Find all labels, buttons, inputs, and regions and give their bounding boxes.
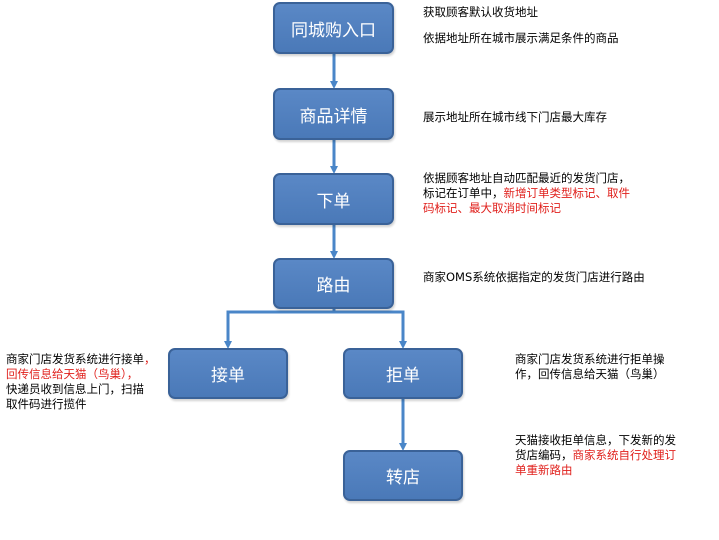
- node-place-order: 下单: [273, 173, 394, 225]
- note-entry-line: 依据地址所在城市展示满足条件的商品: [423, 31, 619, 45]
- note-entry-line: 获取顾客默认收货地址: [423, 5, 538, 19]
- note-detail: 展示地址所在城市线下门店最大库存: [423, 110, 607, 125]
- note-order-line: 依据顾客地址自动匹配最近的发货门店，: [423, 171, 630, 185]
- node-transfer-store: 转店: [343, 450, 463, 501]
- note-reject: 商家门店发货系统进行拒单操 作，回传信息给天猫（鸟巢）: [515, 352, 665, 382]
- note-transfer-text: 货店编码，: [515, 448, 573, 462]
- arrow-route-to-accept: [224, 309, 336, 349]
- note-entry: 获取顾客默认收货地址 依据地址所在城市展示满足条件的商品: [423, 5, 619, 46]
- note-accept-text: 商家门店发货系统进行接单: [6, 352, 144, 366]
- note-routing: 商家OMS系统依据指定的发货门店进行路由: [423, 270, 645, 285]
- note-accept-highlight: ，: [144, 352, 156, 366]
- note-transfer-line: 天猫接收拒单信息，下发新的发: [515, 433, 676, 447]
- note-transfer-line: 货店编码，商家系统自行处理订: [515, 448, 676, 463]
- note-detail-line: 展示地址所在城市线下门店最大库存: [423, 110, 607, 124]
- note-order-text: 标记在订单中，: [423, 186, 504, 200]
- note-order-highlight: 新增订单类型标记、取件: [503, 186, 631, 200]
- note-accept-line: 快递员收到信息上门，扫描: [6, 382, 144, 396]
- note-transfer-highlight: 单重新路由: [515, 463, 573, 477]
- note-order-highlight: 码标记、最大取消时间标记: [423, 201, 561, 215]
- note-reject-line: 商家门店发货系统进行拒单操: [515, 352, 665, 366]
- note-reject-line: 作，回传信息给天猫（鸟巢）: [515, 367, 665, 381]
- note-accept: 商家门店发货系统进行接单， 回传信息给天猫（鸟巢）， 快递员收到信息上门，扫描 …: [6, 352, 156, 412]
- node-entry: 同城购入口: [273, 2, 394, 54]
- note-accept-line: 商家门店发货系统进行接单，: [6, 352, 156, 367]
- node-accept-order: 接单: [168, 348, 288, 399]
- node-product-detail: 商品详情: [273, 88, 394, 140]
- arrow-route-to-reject: [334, 310, 407, 349]
- node-reject-order: 拒单: [343, 348, 463, 399]
- note-transfer: 天猫接收拒单信息，下发新的发 货店编码，商家系统自行处理订 单重新路由: [515, 433, 676, 478]
- note-routing-line: 商家OMS系统依据指定的发货门店进行路由: [423, 270, 645, 284]
- note-order-line: 标记在订单中，新增订单类型标记、取件: [423, 186, 630, 201]
- note-accept-highlight: 回传信息给天猫（鸟巢），: [6, 367, 139, 381]
- node-routing: 路由: [273, 258, 394, 309]
- note-order: 依据顾客地址自动匹配最近的发货门店， 标记在订单中，新增订单类型标记、取件 码标…: [423, 171, 630, 216]
- note-transfer-highlight: 商家系统自行处理订: [572, 448, 677, 462]
- note-accept-line: 取件码进行揽件: [6, 397, 87, 411]
